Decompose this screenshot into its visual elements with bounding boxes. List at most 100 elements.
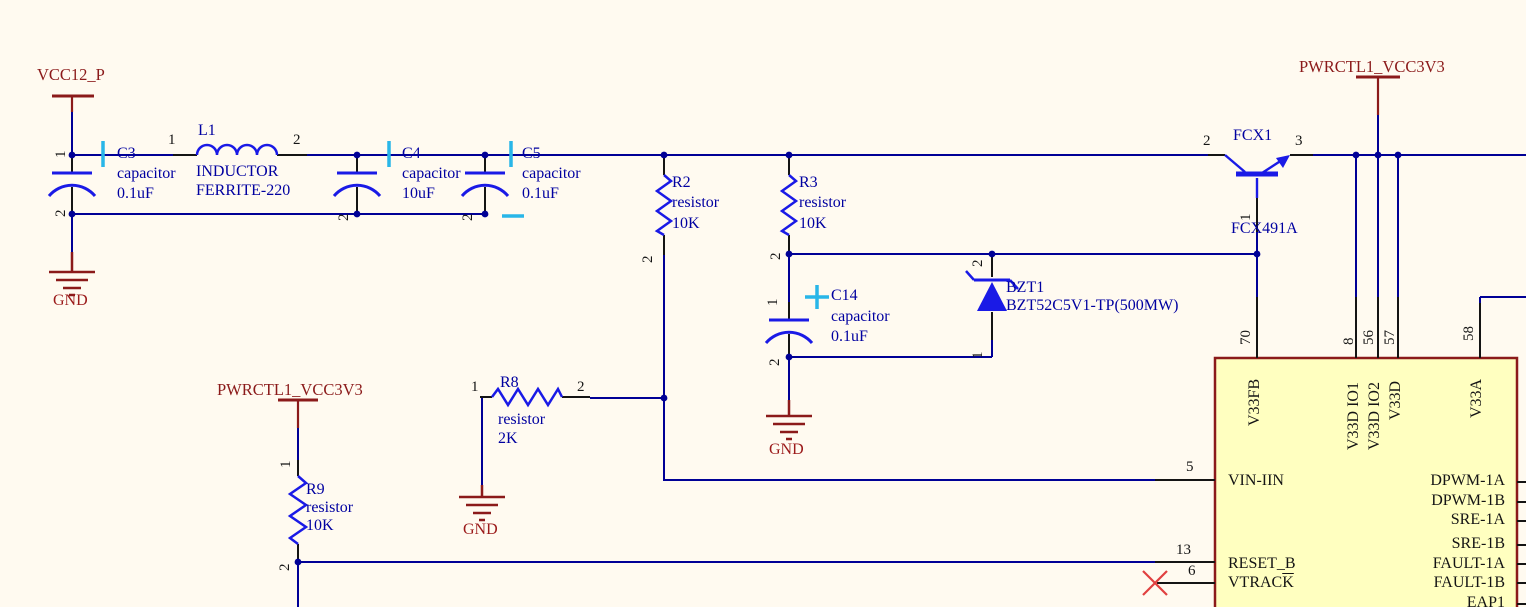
r3-pin2-number: 2 bbox=[768, 252, 784, 261]
gnd-label-r8[interactable]: GND bbox=[463, 521, 498, 538]
net-label-pwrctl1-vcc3v3-left[interactable]: PWRCTL1_VCC3V3 bbox=[217, 380, 363, 399]
no-connect-x[interactable] bbox=[1142, 570, 1168, 596]
inductor-l1-symbol[interactable] bbox=[195, 143, 279, 156]
l1-value[interactable]: FERRITE-220 bbox=[196, 182, 291, 199]
c5-pin2-number: 2 bbox=[460, 213, 476, 222]
ic-pin-sre-1b: SRE-1B bbox=[1451, 535, 1505, 552]
ic-pin56-number: 56 bbox=[1361, 330, 1377, 345]
c5-ref[interactable]: C5 bbox=[522, 145, 541, 162]
ic-pin57-number: 57 bbox=[1382, 330, 1398, 345]
r3-type: resistor bbox=[799, 194, 847, 211]
transistor-fcx1-symbol[interactable] bbox=[1224, 154, 1290, 198]
r3-value[interactable]: 10K bbox=[799, 215, 827, 232]
r8-type: resistor bbox=[498, 411, 546, 428]
bzt1-value[interactable]: BZT52C5V1-TP(500MW) bbox=[1006, 297, 1179, 314]
ic-pin70-number: 70 bbox=[1238, 330, 1254, 345]
net-label-vcc12p[interactable]: VCC12_P bbox=[37, 65, 105, 84]
capacitor-c3-symbol[interactable] bbox=[47, 171, 97, 198]
l1-pin2-number: 2 bbox=[293, 132, 301, 148]
net-label-pwrctl1-vcc3v3-top[interactable]: PWRCTL1_VCC3V3 bbox=[1299, 57, 1445, 76]
polarity-marks bbox=[101, 141, 829, 309]
r9-pin2-number: 2 bbox=[277, 563, 293, 572]
resistor-r8-symbol[interactable] bbox=[491, 386, 564, 408]
r9-ref[interactable]: R9 bbox=[306, 481, 325, 498]
c4-type: capacitor bbox=[402, 165, 461, 182]
capacitor-c5-symbol[interactable] bbox=[460, 171, 510, 198]
r8-pin1-number: 1 bbox=[471, 379, 479, 395]
l1-pin1-number: 1 bbox=[168, 132, 176, 148]
c3-type: capacitor bbox=[117, 165, 176, 182]
junction-dots bbox=[68, 151, 1402, 566]
ic-pin58-number: 58 bbox=[1461, 326, 1477, 341]
l1-ref[interactable]: L1 bbox=[198, 122, 216, 139]
c5-type: capacitor bbox=[522, 165, 581, 182]
ic-pin-sre-1a: SRE-1A bbox=[1450, 511, 1505, 528]
r2-type: resistor bbox=[672, 194, 720, 211]
ic-pin-fault-1b: FAULT-1B bbox=[1433, 574, 1505, 591]
zener-bzt1-symbol[interactable] bbox=[965, 270, 1019, 311]
c4-value[interactable]: 10uF bbox=[402, 185, 435, 202]
ic-pin-v33d: V33D bbox=[1387, 380, 1404, 420]
fcx1-pin3-number: 3 bbox=[1295, 133, 1303, 149]
ic-pin-v33dio1: V33D IO1 bbox=[1345, 382, 1362, 450]
fcx1-pin1-number: 1 bbox=[1238, 213, 1254, 222]
fcx1-value[interactable]: FCX491A bbox=[1231, 220, 1298, 237]
r2-value[interactable]: 10K bbox=[672, 215, 700, 232]
bzt1-ref[interactable]: BZT1 bbox=[1006, 279, 1045, 296]
pin-stubs bbox=[71, 154, 1526, 605]
r8-ref[interactable]: R8 bbox=[500, 374, 519, 391]
ic-pin-v33dio2: V33D IO2 bbox=[1366, 382, 1383, 450]
resistor-r2-symbol[interactable] bbox=[654, 174, 674, 237]
ic-pin-vtrack-overline: K bbox=[1282, 574, 1294, 591]
power-symbols bbox=[52, 75, 1400, 428]
r3-ref[interactable]: R3 bbox=[799, 174, 818, 191]
c14-pin1-number: 1 bbox=[765, 298, 781, 307]
gnd-label-c3[interactable]: GND bbox=[53, 292, 88, 309]
c3-pin1-number: 1 bbox=[53, 150, 69, 159]
bzt1-pin2-number: 2 bbox=[970, 259, 986, 268]
ic-pin-vtrack-main: VTRAC bbox=[1228, 574, 1283, 591]
r8-value[interactable]: 2K bbox=[498, 430, 518, 447]
r2-pin2-number: 2 bbox=[640, 255, 656, 264]
r9-type: resistor bbox=[306, 499, 354, 516]
ic-pin-reset-b: RESET_B bbox=[1228, 555, 1296, 572]
ic-pin-dpwm-1a: DPWM-1A bbox=[1430, 472, 1505, 489]
r9-pin1-number: 1 bbox=[278, 460, 294, 469]
fcx1-pin2-number: 2 bbox=[1203, 133, 1211, 149]
ic-pin-fault-1a: FAULT-1A bbox=[1432, 555, 1505, 572]
c3-value[interactable]: 0.1uF bbox=[117, 185, 154, 202]
ic-pin-vin-iin: VIN-IIN bbox=[1228, 472, 1284, 489]
capacitor-c14-symbol[interactable] bbox=[764, 318, 814, 345]
ic-pin6-number: 6 bbox=[1188, 563, 1196, 579]
gnd-label-c14[interactable]: GND bbox=[769, 441, 804, 458]
resistor-r3-symbol[interactable] bbox=[779, 174, 799, 237]
capacitor-c4-symbol[interactable] bbox=[332, 171, 382, 198]
c5-value[interactable]: 0.1uF bbox=[522, 185, 559, 202]
ic-pin8-number: 8 bbox=[1341, 337, 1357, 346]
ic-pin-v33fb: V33FB bbox=[1246, 378, 1263, 426]
ic-body[interactable] bbox=[1213, 356, 1519, 607]
ic-pin-v33a: V33A bbox=[1468, 378, 1485, 418]
r9-value[interactable]: 10K bbox=[306, 517, 334, 534]
c14-value[interactable]: 0.1uF bbox=[831, 328, 868, 345]
c14-type: capacitor bbox=[831, 308, 890, 325]
bzt1-pin1-number: 1 bbox=[970, 351, 986, 360]
l1-type: INDUCTOR bbox=[196, 163, 279, 180]
ic-pin-vtrack: VTRACK bbox=[1228, 574, 1294, 592]
gnd-symbols bbox=[49, 252, 812, 522]
ic-pin-dpwm-1b: DPWM-1B bbox=[1431, 492, 1505, 509]
ic-pin13-number: 13 bbox=[1176, 542, 1191, 558]
r2-ref[interactable]: R2 bbox=[672, 174, 691, 191]
c3-ref[interactable]: C3 bbox=[117, 145, 136, 162]
c3-pin2-number: 2 bbox=[53, 209, 69, 218]
ic-pin5-number: 5 bbox=[1186, 459, 1194, 475]
r8-pin2-number: 2 bbox=[577, 379, 585, 395]
c14-ref[interactable]: C14 bbox=[831, 287, 858, 304]
fcx1-ref[interactable]: FCX1 bbox=[1233, 127, 1273, 144]
c4-pin2-number: 2 bbox=[336, 213, 352, 222]
resistor-r9-symbol[interactable] bbox=[287, 475, 309, 545]
c4-ref[interactable]: C4 bbox=[402, 145, 421, 162]
ic-pin-eap1: EAP1 bbox=[1466, 594, 1505, 607]
